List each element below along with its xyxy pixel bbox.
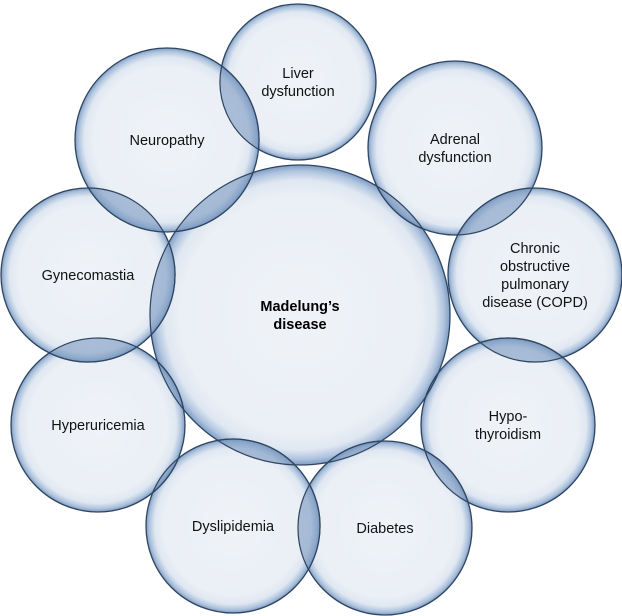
overlap-hyperuricemia-gynecomastia [48,337,138,363]
label-liver-dysfunction: Liver dysfunction [261,66,334,100]
circle-layer [0,3,622,616]
overlap-dyslipidemia-hyperuricemia [152,457,179,494]
label-diabetes: Diabetes [356,521,413,537]
overlap-madelungs-disease-neuropathy [174,171,255,233]
overlap-copd-hypothyroidism [478,337,565,363]
label-hypothyroidism: Hypo-thyroidism [475,409,541,443]
overlap-madelungs-disease-adrenal-dysfunction [375,184,425,231]
label-copd: Chronic obstructive pulmonary disease (COPD… [482,241,588,311]
label-madelungs-disease: Madelung’s disease [260,299,339,333]
label-dyslipidemia: Dyslipidemia [192,519,275,535]
label-line: disease (COPD) [482,295,588,311]
label-line: Gynecomastia [42,268,136,284]
overlap-liver-dysfunction-neuropathy [219,64,260,151]
label-line: Adrenal [430,132,480,148]
label-line: Neuropathy [130,133,206,149]
circle-adrenal-dysfunction [367,60,543,236]
label-line: obstructive [500,259,570,275]
label-line: Dyslipidemia [192,519,275,535]
label-line: Chronic [510,241,560,257]
label-line: disease [273,317,326,333]
overlap-madelungs-disease-gynecomastia [149,241,176,337]
label-line: dysfunction [418,150,491,166]
overlap-madelungs-disease-diabetes [325,440,384,464]
label-hyperuricemia: Hyperuricemia [51,418,145,434]
label-line: Madelung’s [260,299,339,315]
overlap-madelungs-disease-hyperuricemia [156,360,185,411]
overlap-gynecomastia-neuropathy [87,187,165,233]
label-line: Hyperuricemia [51,418,145,434]
label-line: Diabetes [356,521,413,537]
label-neuropathy: Neuropathy [130,133,206,149]
label-line: dysfunction [261,84,334,100]
label-adrenal-dysfunction: Adrenal dysfunction [418,132,491,166]
label-line: pulmonary [501,277,569,293]
label-line: Liver [282,66,314,82]
label-gynecomastia: Gynecomastia [42,268,136,284]
overlap-madelungs-disease-hypothyroidism [425,372,439,398]
overlap-hypothyroidism-diabetes [423,449,470,504]
label-line: thyroidism [475,427,541,443]
overlap-diabetes-dyslipidemia [297,483,321,571]
label-line: Hypo- [489,409,528,425]
overlap-madelungs-disease-dyslipidemia [216,438,297,466]
overlap-adrenal-dysfunction-copd [456,187,534,236]
